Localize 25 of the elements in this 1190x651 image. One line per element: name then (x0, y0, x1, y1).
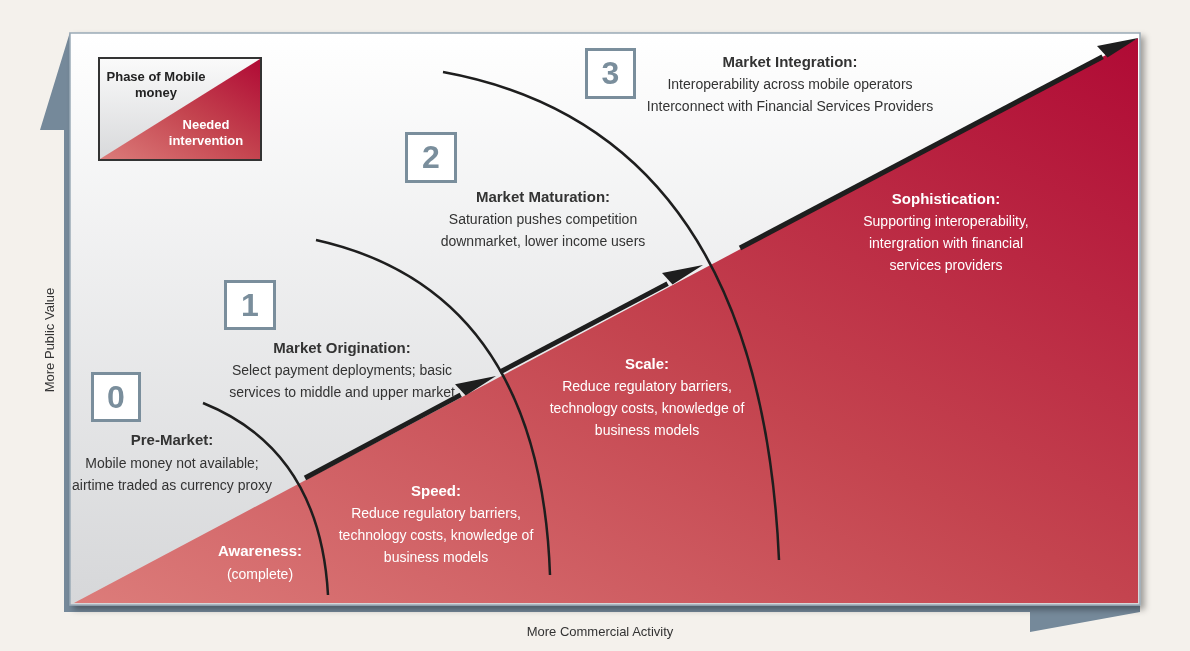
axis-label: More Commercial Activity (525, 623, 675, 641)
phase-number: 2 (405, 132, 457, 183)
phase-heading: Market Integration: (721, 52, 859, 72)
intervention-heading: Scale: (623, 354, 671, 374)
intervention-description: Reduce regulatory barriers, technology costs, knowledge of business models (548, 377, 746, 440)
intervention-description: Reduce regulatory barriers, technology costs, knowledge of business models (337, 504, 535, 567)
legend-text: Needed intervention (167, 117, 245, 149)
phase-description: Select payment deployments; basic services to middle and upper market (228, 361, 456, 402)
intervention-description: (complete) (225, 565, 295, 584)
intervention-description: Supporting interoperability, intergration with financial services providers (862, 212, 1030, 275)
legend-box (98, 57, 262, 161)
phase-description: Mobile money not available; airtime traded as currency proxy (71, 454, 273, 495)
phase-description: Saturation pushes competition downmarket, lower income users (439, 210, 647, 251)
intervention-heading: Awareness: (217, 541, 303, 561)
phase-number: 1 (224, 280, 276, 330)
legend-text: Phase of Mobile money (106, 69, 206, 101)
phase-heading: Market Maturation: (474, 187, 612, 207)
phase-description: Interoperability across mobile operators Interconnect with Financial Services Providers (645, 75, 935, 116)
phase-number: 3 (585, 48, 636, 99)
phase-number: 0 (91, 372, 141, 422)
axis-label: More Public Value (40, 287, 58, 393)
intervention-heading: Sophistication: (890, 189, 1002, 209)
intervention-heading: Speed: (410, 481, 462, 501)
phase-heading: Pre-Market: (129, 430, 215, 450)
phase-heading: Market Origination: (272, 338, 412, 358)
